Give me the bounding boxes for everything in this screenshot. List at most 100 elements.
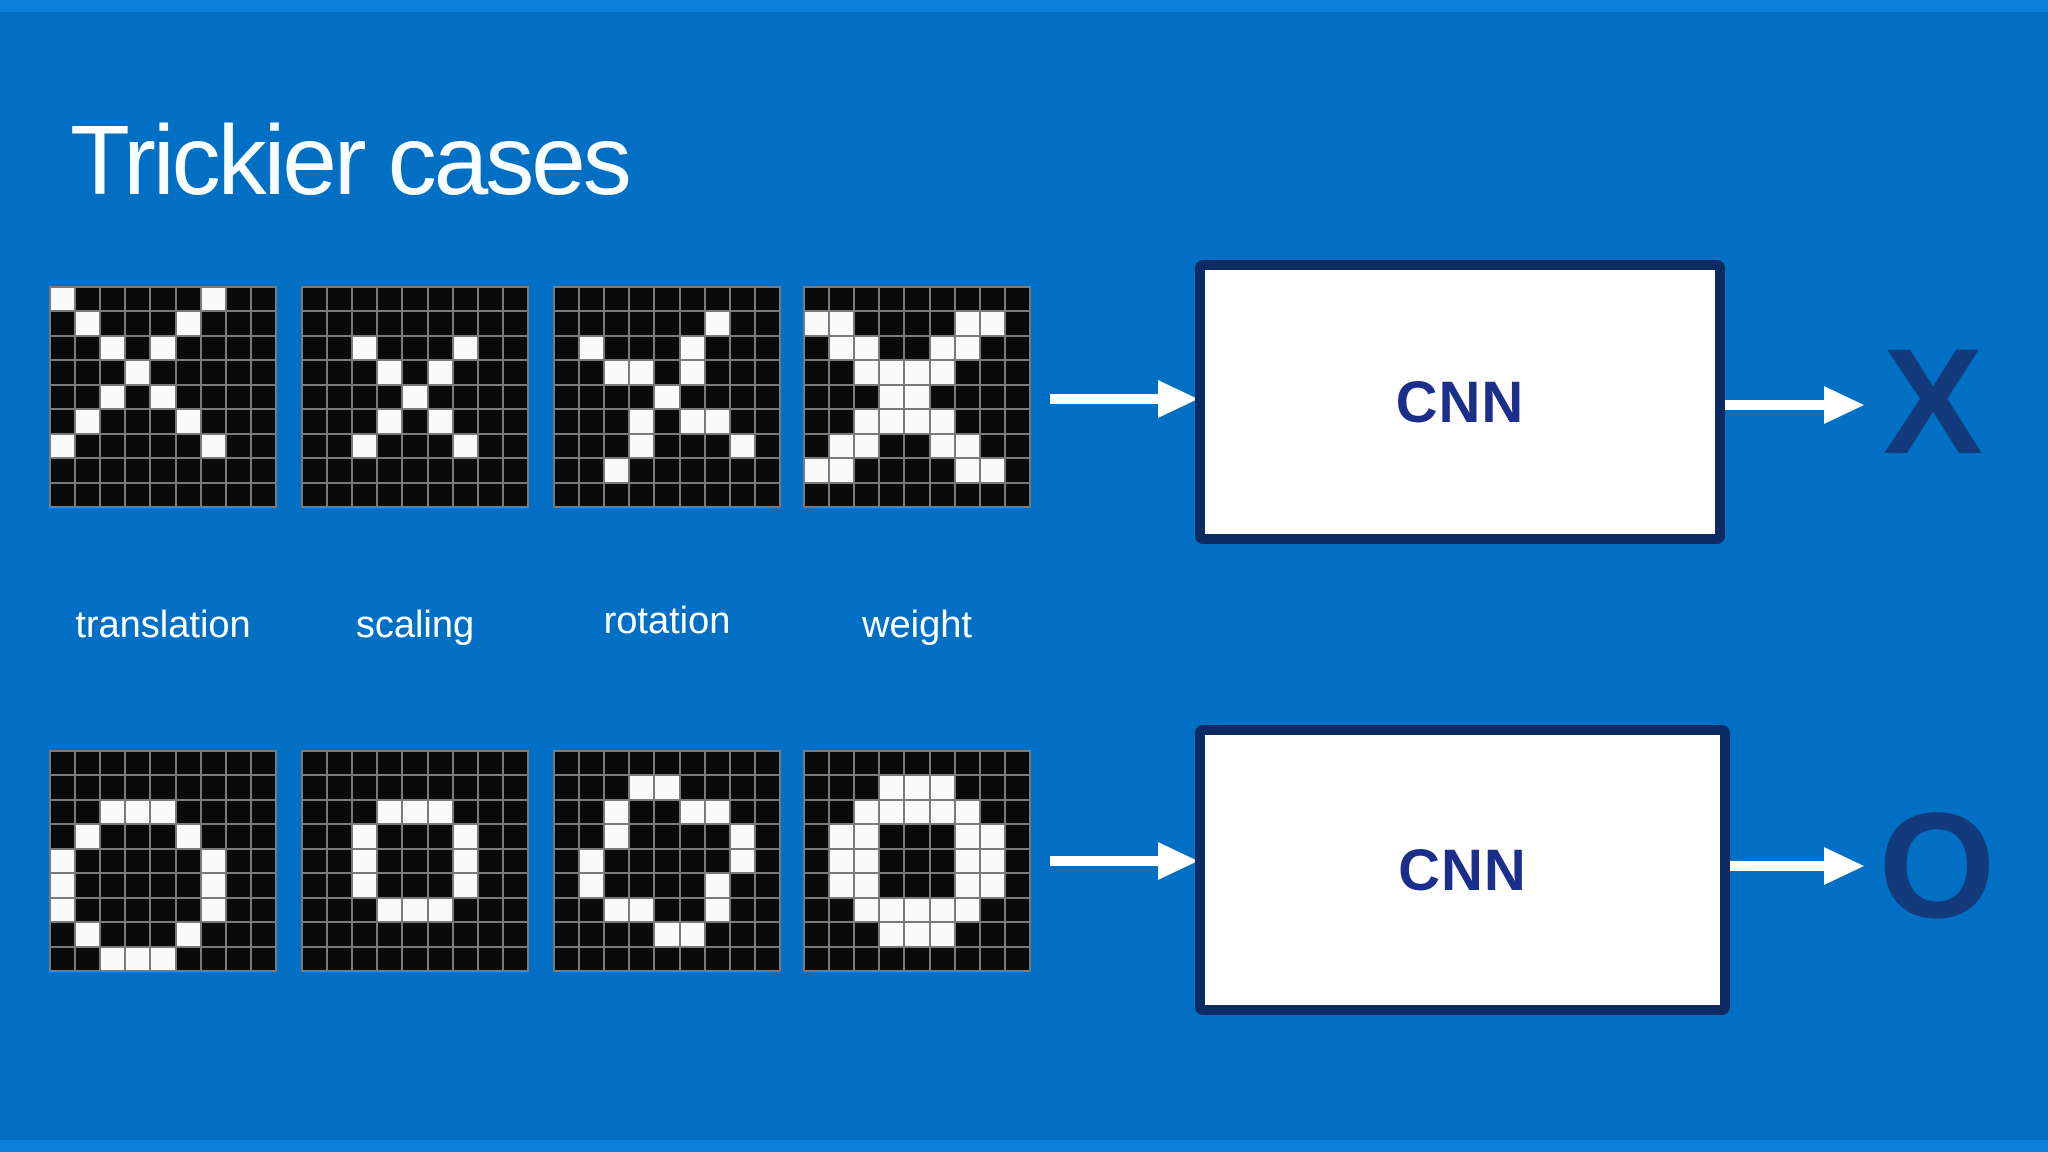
- pixel-cell: [453, 434, 477, 458]
- pixel-cell: [151, 923, 175, 946]
- pixel-cell: [503, 312, 527, 335]
- pixel-cell: [478, 947, 502, 970]
- pixel-cell: [605, 483, 629, 506]
- pixel-cell: [101, 434, 125, 458]
- pixel-cell: [955, 410, 979, 433]
- pixel-cell: [930, 288, 954, 311]
- pixel-cell: [251, 923, 275, 946]
- bottom-edge-strip: [0, 1140, 2048, 1152]
- pixel-cell: [630, 776, 654, 799]
- pixel-cell: [930, 923, 954, 946]
- pixel-cell: [151, 947, 175, 970]
- pixel-cell: [503, 483, 527, 506]
- pixel-cell: [605, 385, 629, 409]
- pixel-cell: [303, 410, 327, 433]
- pixel-cell: [555, 336, 579, 360]
- pixel-cell: [755, 288, 779, 311]
- pixel-cell: [655, 459, 679, 482]
- pixel-cell: [176, 800, 200, 824]
- pixel-cell: [905, 434, 929, 458]
- pixel-cell: [930, 849, 954, 873]
- pixel-cell: [328, 898, 352, 922]
- pixel-cell: [730, 849, 754, 873]
- pixel-cell: [453, 849, 477, 873]
- pixel-cell: [1005, 776, 1029, 799]
- pixel-cell: [226, 385, 250, 409]
- pixel-cell: [605, 410, 629, 433]
- pixel-cell: [226, 288, 250, 311]
- pixel-cell: [76, 385, 100, 409]
- pixel-cell: [680, 849, 704, 873]
- pixel-cell: [705, 947, 729, 970]
- pixel-cell: [880, 385, 904, 409]
- pixel-cell: [353, 288, 377, 311]
- pixel-cell: [705, 385, 729, 409]
- pixel-cell: [353, 825, 377, 848]
- pixel-cell: [755, 336, 779, 360]
- pixel-cell: [101, 385, 125, 409]
- pixel-cell: [630, 361, 654, 384]
- pixel-cell: [478, 483, 502, 506]
- pixel-cell: [76, 800, 100, 824]
- pixel-cell: [453, 752, 477, 775]
- pixel-cell: [328, 361, 352, 384]
- pixel-cell: [226, 752, 250, 775]
- pixel-cell: [655, 923, 679, 946]
- pixel-cell: [478, 410, 502, 433]
- pixel-cell: [176, 923, 200, 946]
- pixel-cell: [378, 752, 402, 775]
- pixel-cell: [805, 923, 829, 946]
- pixel-cell: [580, 752, 604, 775]
- pixel-cell: [1005, 800, 1029, 824]
- pixel-cell: [251, 361, 275, 384]
- pixel-cell: [428, 874, 452, 897]
- pixel-cell: [855, 923, 879, 946]
- pixel-cell: [680, 288, 704, 311]
- pixel-cell: [151, 874, 175, 897]
- pixel-cell: [880, 776, 904, 799]
- pixel-cell: [101, 361, 125, 384]
- pixel-cell: [880, 459, 904, 482]
- pixel-cell: [605, 361, 629, 384]
- pixel-cell: [605, 898, 629, 922]
- pixel-cell: [176, 385, 200, 409]
- pixel-cell: [403, 312, 427, 335]
- pixel-cell: [705, 898, 729, 922]
- pixel-cell: [1005, 361, 1029, 384]
- pixel-cell: [76, 410, 100, 433]
- pixel-cell: [730, 800, 754, 824]
- pixel-cell: [251, 434, 275, 458]
- pixel-cell: [251, 410, 275, 433]
- pixel-cell: [830, 312, 854, 335]
- cnn-label-x: CNN: [1395, 369, 1525, 435]
- pixel-cell: [680, 923, 704, 946]
- pixel-cell: [830, 898, 854, 922]
- pixel-cell: [830, 361, 854, 384]
- pixel-cell: [303, 752, 327, 775]
- pixel-cell: [980, 288, 1004, 311]
- pixel-cell: [855, 776, 879, 799]
- pixel-cell: [126, 459, 150, 482]
- pixel-cell: [680, 874, 704, 897]
- pixel-cell: [705, 825, 729, 848]
- pixel-cell: [76, 874, 100, 897]
- pixel-cell: [680, 825, 704, 848]
- pixel-cell: [1005, 459, 1029, 482]
- pixel-cell: [605, 923, 629, 946]
- pixel-cell: [503, 923, 527, 946]
- pixel-cell: [403, 459, 427, 482]
- pixel-cell: [555, 947, 579, 970]
- pixel-cell: [805, 385, 829, 409]
- pixel-cell: [201, 410, 225, 433]
- pixel-cell: [378, 410, 402, 433]
- pixel-cell: [478, 776, 502, 799]
- pixel-cell: [378, 923, 402, 946]
- pixel-cell: [428, 434, 452, 458]
- pixel-cell: [755, 385, 779, 409]
- pixel-grid-o-rotation: [553, 750, 781, 972]
- pixel-cell: [580, 459, 604, 482]
- pixel-cell: [805, 825, 829, 848]
- pixel-cell: [830, 336, 854, 360]
- pixel-cell: [51, 800, 75, 824]
- pixel-cell: [453, 361, 477, 384]
